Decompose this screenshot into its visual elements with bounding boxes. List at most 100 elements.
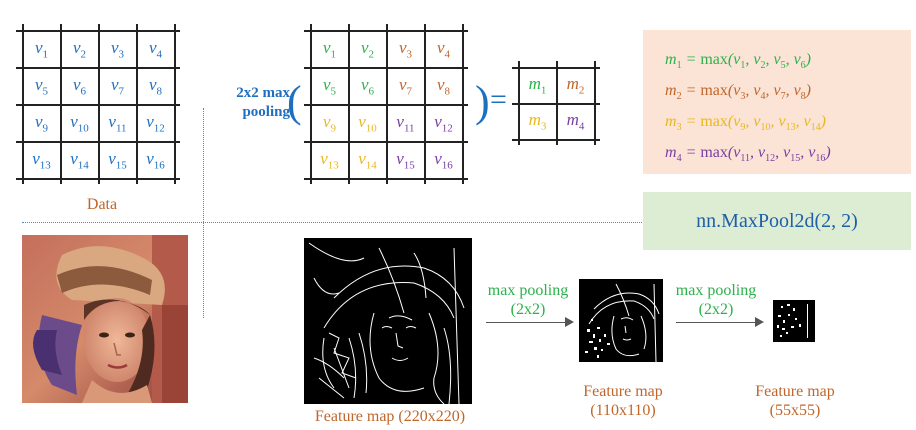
formula-box: m1 = max(v1, v2, v5, v6) m2 = max(v3, v4,… — [643, 30, 911, 174]
data-cell-v7: v7 — [99, 68, 137, 105]
divider-vertical — [203, 108, 204, 318]
data-cell-v9-text: v9 — [34, 111, 49, 135]
grid-tick — [22, 24, 24, 184]
feature-map-55-label-line1: Feature map — [755, 383, 835, 400]
arrow1-label-line1: max pooling — [487, 282, 569, 299]
data-cell-v13-text: v13 — [32, 148, 51, 172]
pool-cell-v1: v1 — [311, 31, 349, 68]
grid-tick — [594, 61, 596, 145]
grid-tick — [98, 24, 100, 184]
data-cell-v8-text: v8 — [148, 74, 163, 98]
formula-row-m3: m3 = max(v9, v10, v13, v14) — [665, 113, 826, 134]
feature-map-110 — [579, 279, 663, 362]
arrow1-line — [486, 322, 566, 324]
formula-row-m1: m1 = max(v1, v2, v5, v6) — [665, 51, 811, 72]
feature-map-220 — [304, 238, 472, 404]
grid-tick — [174, 24, 176, 184]
data-cell-v2: v2 — [61, 31, 99, 68]
data-cell-v12-text: v12 — [146, 111, 165, 135]
pool-cell-v9: v9 — [311, 105, 349, 142]
grid-tick — [462, 24, 464, 184]
pool-cell-v15: v15 — [387, 142, 425, 179]
data-cell-v16-text: v16 — [146, 148, 165, 172]
grid-tick — [386, 24, 388, 184]
close-paren: ) — [475, 77, 490, 126]
data-cell-v5: v5 — [23, 68, 61, 105]
data-cell-v4: v4 — [137, 31, 175, 68]
feature-map-110-label: Feature map (110x110) — [568, 382, 678, 420]
feature-map-55-label: Feature map (55x55) — [740, 382, 850, 420]
pool-cell-v7: v7 — [387, 68, 425, 105]
pool-cell-v8: v8 — [425, 68, 463, 105]
pool-cell-v2-text: v2 — [360, 37, 375, 61]
grid-tick — [518, 61, 520, 145]
pool-cell-v7-text: v7 — [398, 74, 413, 98]
pool-cell-v16: v16 — [425, 142, 463, 179]
pool-cell-v2: v2 — [349, 31, 387, 68]
data-cell-v12: v12 — [137, 105, 175, 142]
result-cell-m4: m4 — [557, 104, 595, 140]
pool-cell-v12: v12 — [425, 105, 463, 142]
pool-cell-v6-text: v6 — [360, 74, 375, 98]
grid-tick — [348, 24, 350, 184]
data-cell-v15-text: v15 — [108, 148, 127, 172]
pool-cell-v6: v6 — [349, 68, 387, 105]
pool-cell-v10: v10 — [349, 105, 387, 142]
pool-cell-v13-text: v13 — [320, 148, 339, 172]
grid-tick — [136, 24, 138, 184]
grid-tick — [60, 24, 62, 184]
data-cell-v2-text: v2 — [72, 37, 87, 61]
pool-cell-v13: v13 — [311, 142, 349, 179]
pool-cell-v3-text: v3 — [398, 37, 413, 61]
code-text: nn.MaxPool2d(2, 2) — [696, 209, 858, 232]
data-cell-v1: v1 — [23, 31, 61, 68]
grid-tick — [424, 24, 426, 184]
pooling-title-line2: pooling — [242, 104, 290, 120]
pool-cell-v11-text: v11 — [396, 111, 415, 135]
result-cell-m2: m2 — [557, 68, 595, 104]
feature-map-55 — [773, 300, 815, 342]
data-cell-v9: v9 — [23, 105, 61, 142]
arrow2-head — [755, 317, 764, 327]
result-cell-m1-text: m1 — [528, 74, 547, 97]
portrait-photo-icon — [22, 235, 188, 403]
pool-cell-v4-text: v4 — [436, 37, 451, 61]
result-cell-m3-text: m3 — [528, 110, 547, 133]
grid-tick — [310, 24, 312, 184]
result-cell-m2-text: m2 — [566, 74, 585, 97]
pooling-title: 2x2 max pooling — [214, 84, 290, 122]
pool-cell-v1-text: v1 — [322, 37, 337, 61]
pool-cell-v16-text: v16 — [434, 148, 453, 172]
code-box: nn.MaxPool2d(2, 2) — [643, 192, 911, 250]
pool-cell-v8-text: v8 — [436, 74, 451, 98]
equals-sign: = — [490, 83, 507, 116]
data-cell-v1-text: v1 — [34, 37, 49, 61]
pooling-title-line1: 2x2 max — [236, 85, 290, 101]
result-cell-m1: m1 — [519, 68, 557, 104]
data-cell-v5-text: v5 — [34, 74, 49, 98]
data-cell-v16: v16 — [137, 142, 175, 179]
data-label: Data — [86, 196, 118, 213]
open-paren: ( — [287, 77, 302, 126]
pool-cell-v4: v4 — [425, 31, 463, 68]
divider-horizontal — [22, 222, 642, 223]
pool-cell-v5-text: v5 — [322, 74, 337, 98]
data-cell-v7-text: v7 — [110, 74, 125, 98]
data-cell-v11: v11 — [99, 105, 137, 142]
formula-row-m2: m2 = max(v3, v4, v7, v8) — [665, 82, 811, 103]
data-cell-v3-text: v3 — [110, 37, 125, 61]
feature-map-55-label-line2: (55x55) — [769, 402, 821, 419]
data-cell-v15: v15 — [99, 142, 137, 179]
data-cell-v10-text: v10 — [70, 111, 89, 135]
feature-map-110-label-line1: Feature map — [583, 383, 663, 400]
result-cell-m3: m3 — [519, 104, 557, 140]
pool-cell-v3: v3 — [387, 31, 425, 68]
pool-cell-v9-text: v9 — [322, 111, 337, 135]
data-cell-v14: v14 — [61, 142, 99, 179]
data-cell-v11-text: v11 — [108, 111, 127, 135]
data-cell-v6-text: v6 — [72, 74, 87, 98]
pool-cell-v14-text: v14 — [358, 148, 377, 172]
arrow1-label-line2: (2x2) — [510, 301, 546, 318]
arrow2-line — [676, 322, 756, 324]
data-cell-v14-text: v14 — [70, 148, 89, 172]
